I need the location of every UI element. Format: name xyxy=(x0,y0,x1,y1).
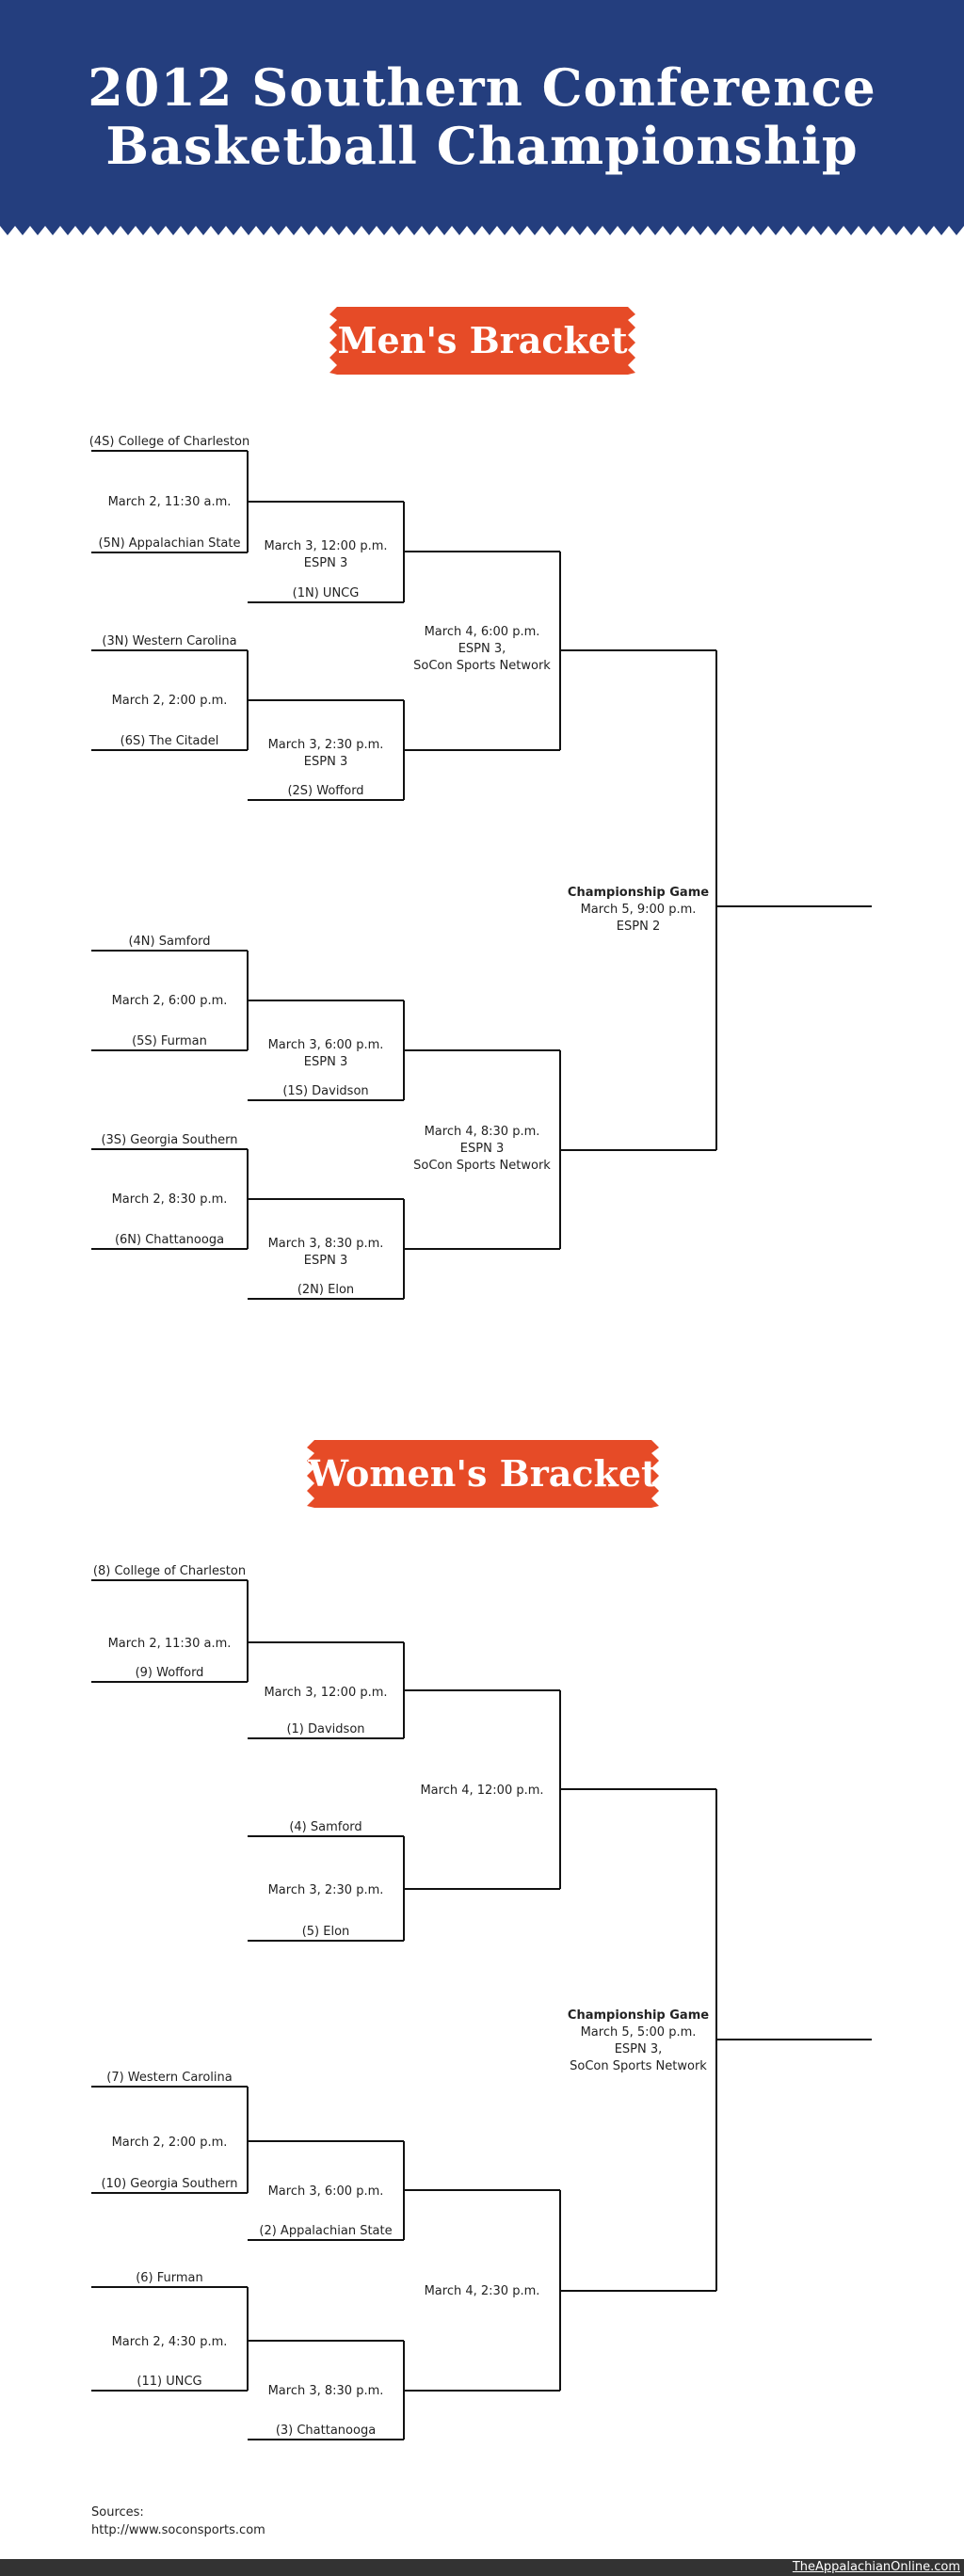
womens-r2-game-time: March 3, 12:00 p.m. xyxy=(264,1686,387,1700)
mens-r2-game-line-2: ESPN 3 xyxy=(304,556,347,570)
womens-final-game-line-2: ESPN 3, xyxy=(615,2042,663,2056)
mens-r1-team-bottom: (5S) Furman xyxy=(132,1034,207,1048)
mens-r2-team-bottom: (1N) UNCG xyxy=(293,586,360,600)
mens-semi-game-line-1: March 4, 8:30 p.m. xyxy=(425,1125,540,1139)
header-band: 2012 Southern Conference Basketball Cham… xyxy=(0,0,964,235)
mens-r2-game-line-1: March 3, 2:30 p.m. xyxy=(268,738,384,752)
mens-r1-game-time: March 2, 11:30 a.m. xyxy=(108,495,232,509)
womens-r2-team-bottom: (3) Chattanooga xyxy=(276,2424,376,2438)
mens-r1-game-time: March 2, 2:00 p.m. xyxy=(112,694,228,708)
womens-r2-team-bottom: (1) Davidson xyxy=(286,1722,364,1736)
womens-r1-game-time: March 2, 11:30 a.m. xyxy=(108,1637,232,1651)
mens-r2-team-bottom: (2N) Elon xyxy=(297,1283,354,1297)
banner-ribbon-shape xyxy=(329,307,635,375)
mens-r2-game-line-2: ESPN 3 xyxy=(304,1055,347,1069)
womens-final-game-line-3: SoCon Sports Network xyxy=(570,2059,707,2073)
mens-semi-game-line-3: SoCon Sports Network xyxy=(413,1159,551,1173)
mens-r2-game-line-2: ESPN 3 xyxy=(304,755,347,769)
mens-bracket-title: Men's Bracket xyxy=(337,319,628,361)
mens-r1-team-bottom: (6N) Chattanooga xyxy=(115,1233,224,1247)
womens-r2-game-time: March 3, 8:30 p.m. xyxy=(268,2384,384,2398)
mens-r2-game-line-1: March 3, 12:00 p.m. xyxy=(264,539,387,553)
mens-r2-game-line-2: ESPN 3 xyxy=(304,1254,347,1268)
mens-r2-game-line-1: March 3, 6:00 p.m. xyxy=(268,1038,384,1052)
womens-bracket-banner: Women's Bracket xyxy=(307,1440,659,1508)
mens-bracket-banner: Men's Bracket xyxy=(329,307,635,375)
page-title-line-1: 2012 Southern Conference xyxy=(88,57,876,118)
header-zigzag-edge xyxy=(0,224,964,235)
sources-note: Sources: http://www.soconsports.com xyxy=(91,2504,265,2539)
mens-r2-game-line-1: March 3, 8:30 p.m. xyxy=(268,1237,384,1251)
womens-r1-team-top: (6) Furman xyxy=(136,2271,203,2285)
womens-final-game-line-1: March 5, 5:00 p.m. xyxy=(581,2025,697,2040)
mens-r1-team-top: (3N) Western Carolina xyxy=(102,634,236,648)
mens-r2-team-bottom: (2S) Wofford xyxy=(287,784,363,798)
womens-r1-team-bottom: (9) Wofford xyxy=(136,1666,204,1680)
mens-r1-game-time: March 2, 8:30 p.m. xyxy=(112,1192,228,1207)
sources-link[interactable]: http://www.soconsports.com xyxy=(91,2523,265,2537)
mens-semi-game-line-2: ESPN 3 xyxy=(460,1142,504,1156)
womens-semi-game-time: March 4, 12:00 p.m. xyxy=(420,1784,543,1798)
mens-r1-team-top: (3S) Georgia Southern xyxy=(101,1133,237,1147)
mens-semi-game-line-2: ESPN 3, xyxy=(458,642,506,656)
mens-r1-team-bottom: (5N) Appalachian State xyxy=(99,536,241,551)
mens-r1-game-time: March 2, 6:00 p.m. xyxy=(112,994,228,1008)
womens-r2-team-bottom: (5) Elon xyxy=(302,1925,350,1939)
womens-r1-team-top: (7) Western Carolina xyxy=(106,2071,232,2085)
womens-r1-game-time: March 2, 2:00 p.m. xyxy=(112,2136,228,2150)
mens-final-game-line-2: ESPN 2 xyxy=(617,920,660,934)
mens-final-game-line-1: March 5, 9:00 p.m. xyxy=(581,903,697,917)
mens-semi-game-line-1: March 4, 6:00 p.m. xyxy=(425,625,540,639)
sources-label: Sources: xyxy=(91,2505,144,2520)
mens-final-label: Championship Game xyxy=(568,886,709,900)
womens-r1-team-top: (8) College of Charleston xyxy=(93,1564,246,1578)
womens-r1-game-time: March 2, 4:30 p.m. xyxy=(112,2335,228,2349)
mens-r1-team-top: (4S) College of Charleston xyxy=(89,435,249,449)
womens-r2-game-time: March 3, 6:00 p.m. xyxy=(268,2184,384,2199)
womens-final-label: Championship Game xyxy=(568,2008,709,2023)
page-title-line-2: Basketball Championship xyxy=(105,116,859,176)
mens-r1-team-bottom: (6S) The Citadel xyxy=(120,734,219,748)
womens-bracket-title: Women's Bracket xyxy=(308,1452,658,1495)
mens-r2-team-bottom: (1S) Davidson xyxy=(282,1084,368,1098)
womens-r2-team-bottom: (2) Appalachian State xyxy=(259,2224,392,2238)
mens-r1-team-top: (4N) Samford xyxy=(128,935,210,949)
womens-r1-team-bottom: (10) Georgia Southern xyxy=(101,2177,237,2191)
womens-r1-team-bottom: (11) UNCG xyxy=(137,2375,201,2389)
womens-r2-game-time: March 3, 2:30 p.m. xyxy=(268,1883,384,1897)
banner-ribbon-shape xyxy=(307,1440,659,1508)
footer-bar: TheAppalachianOnline.com xyxy=(0,2559,964,2576)
womens-r2-team-top: (4) Samford xyxy=(289,1820,362,1834)
footer-credit-link[interactable]: TheAppalachianOnline.com xyxy=(792,2560,960,2574)
womens-semi-game-time: March 4, 2:30 p.m. xyxy=(425,2284,540,2298)
mens-semi-game-line-3: SoCon Sports Network xyxy=(413,659,551,673)
